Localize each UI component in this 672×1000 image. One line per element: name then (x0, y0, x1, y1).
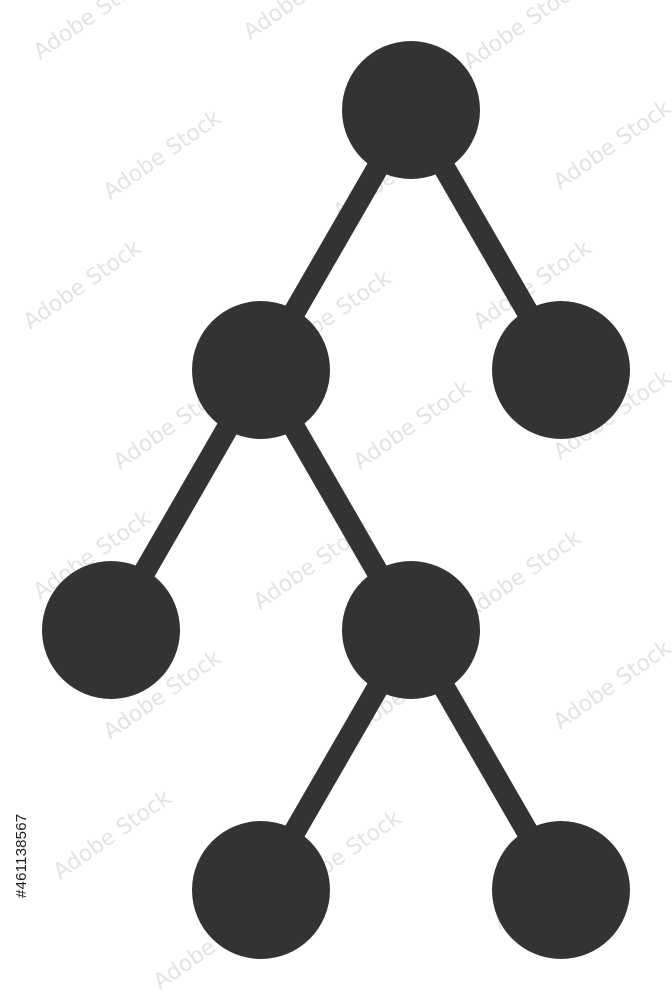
tree-node-left-left (42, 561, 180, 699)
tree-edges (101, 104, 571, 896)
watermark-tile: Adobe Stock (349, 375, 476, 474)
watermark-tile: Adobe Stock (459, 0, 586, 75)
tree-nodes (42, 41, 630, 959)
tree-node-left (192, 301, 330, 439)
watermark-tile: Adobe Stock (19, 235, 146, 334)
watermark-tile: Adobe Stock (49, 785, 176, 884)
tree-node-root (342, 41, 480, 179)
tree-node-left-right-left (192, 821, 330, 959)
watermark-tile: Adobe Stock (29, 0, 156, 65)
stock-image-id: #461138567 (13, 813, 30, 898)
watermark-tile: Adobe Stock (459, 525, 586, 624)
tree-node-left-right-right (492, 821, 630, 959)
watermark-tile: Adobe Stock (549, 95, 672, 194)
watermark-tile: Adobe Stock (239, 0, 366, 45)
watermark-tile: Adobe Stock (99, 105, 226, 204)
tree-node-right (492, 301, 630, 439)
watermark-tile: Adobe Stock (549, 635, 672, 734)
tree-node-left-right (342, 561, 480, 699)
